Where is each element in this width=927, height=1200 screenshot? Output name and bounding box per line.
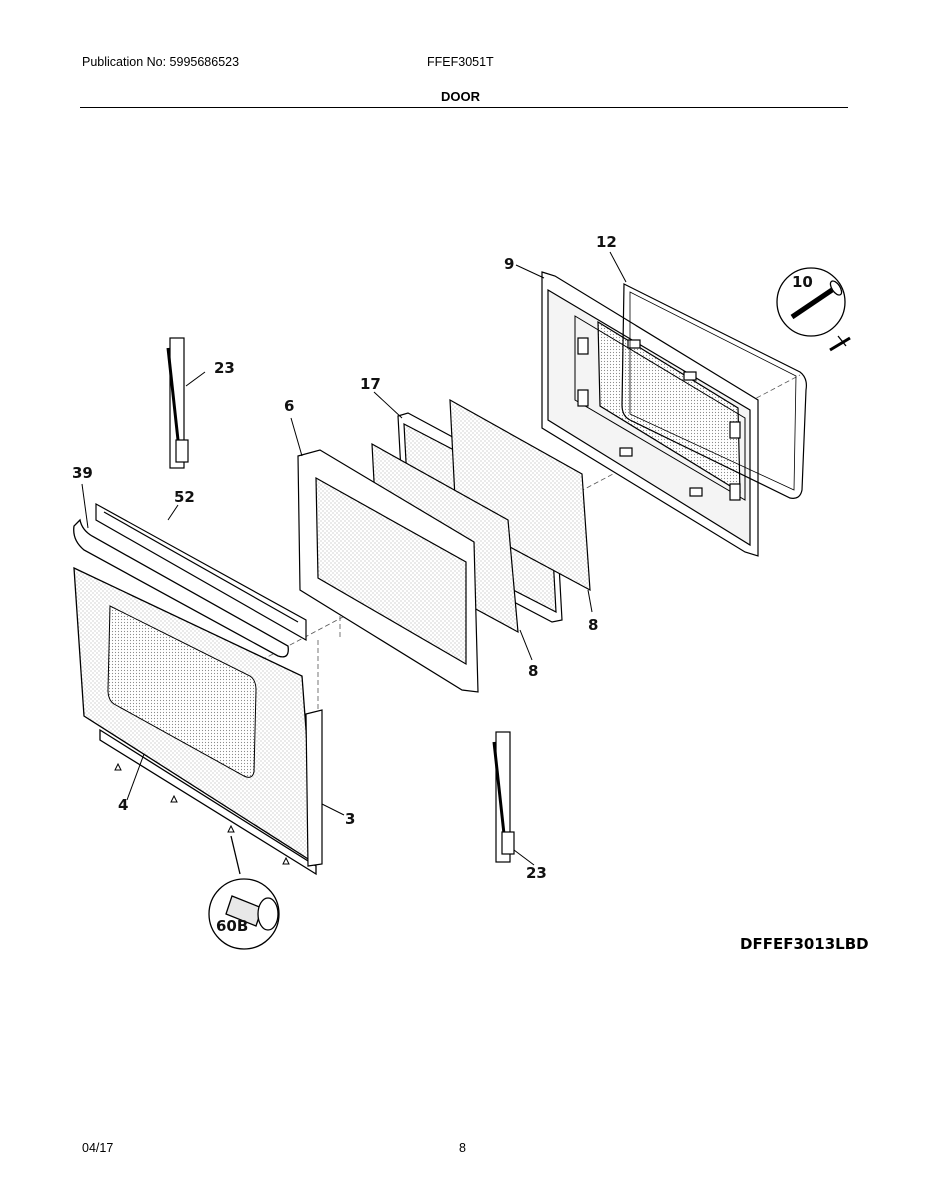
callout-label: 23 — [526, 864, 547, 882]
callout-label: 10 — [792, 273, 813, 291]
footer-date: 04/17 — [82, 1141, 114, 1155]
header-rule — [80, 107, 848, 108]
glass-frame — [297, 449, 479, 693]
callout-label: 23 — [214, 359, 235, 377]
inner-door-liner — [541, 271, 759, 557]
callout-label: 4 — [118, 796, 128, 814]
callout-label: 3 — [345, 810, 355, 828]
screw-callout-10 — [776, 267, 851, 352]
section-title: DOOR — [441, 89, 480, 104]
door-screws — [114, 762, 290, 865]
door-gasket — [621, 283, 807, 499]
door-handle — [73, 518, 289, 658]
drawing-code: DFFEF3013LBD — [740, 935, 869, 953]
door-side-trim — [305, 709, 323, 867]
leader-lines — [81, 251, 627, 866]
outer-door-panel — [73, 566, 317, 876]
callout-label: 8 — [588, 616, 598, 634]
callout-label: 52 — [174, 488, 195, 506]
page-number: 8 — [459, 1141, 466, 1155]
callout-label: 60B — [216, 917, 248, 935]
hinge-left — [166, 337, 189, 469]
model-number: FFEF3051T — [427, 55, 494, 69]
publication-number: Publication No: 5995686523 — [82, 55, 240, 69]
callout-label: 6 — [284, 397, 294, 415]
callout-label: 12 — [596, 233, 617, 251]
callout-label: 9 — [504, 255, 514, 273]
hinge-right — [492, 731, 515, 863]
callout-labels: 23 39 52 4 3 6 17 8 8 9 12 10 23 60B — [72, 233, 813, 935]
callout-label: 39 — [72, 464, 93, 482]
callout-label: 8 — [528, 662, 538, 680]
screw-callout-60b — [208, 835, 280, 950]
handle-trim — [95, 502, 307, 642]
callout-label: 17 — [360, 375, 381, 393]
glass-pane-rear — [449, 398, 591, 592]
